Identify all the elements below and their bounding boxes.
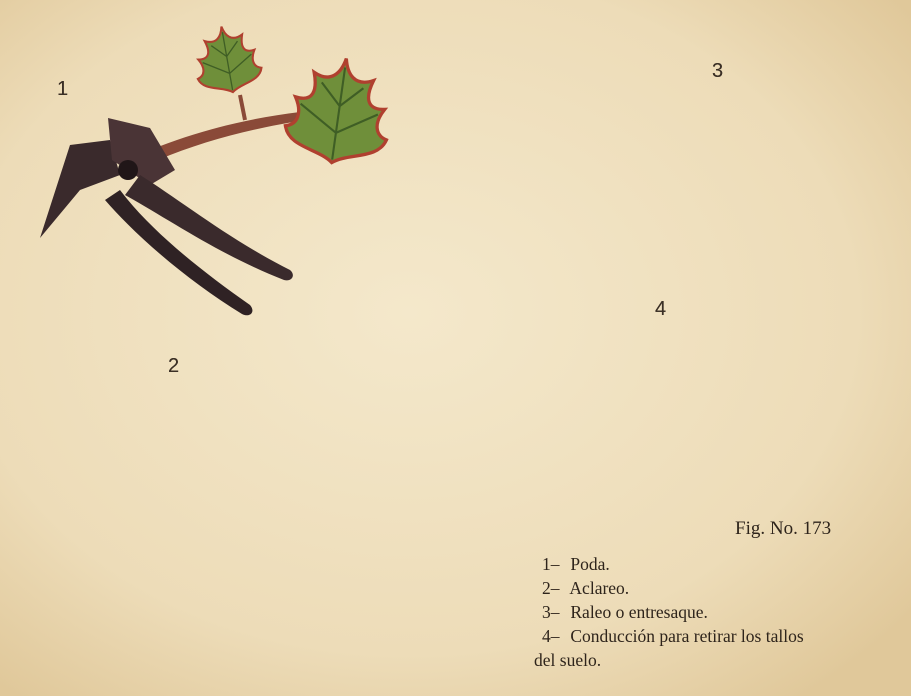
legend-item-1: 1– Poda. (542, 552, 911, 576)
legend-text: Aclareo. (569, 578, 629, 598)
label-3-text: 3 (712, 60, 723, 83)
label-2-text: 2 (168, 355, 179, 378)
legend-item-4: 4– Conducción para retirar los tallos (542, 624, 911, 648)
figure-legend: 1– Poda. 2– Aclareo. 3– Raleo o entresaq… (542, 552, 911, 648)
legend-number: 3– (542, 600, 566, 624)
legend-number: 1– (542, 552, 566, 576)
figure-title: Fig. No. 173 (735, 518, 885, 540)
label-4-text: 4 (655, 298, 666, 321)
label-1-text: 1 (57, 78, 68, 101)
legend-number: 2– (542, 576, 566, 600)
legend-item-4-continuation: del suelo. (534, 648, 601, 672)
legend-item-3: 3– Raleo o entresaque. (542, 600, 911, 624)
legend-number: 4– (542, 624, 566, 648)
legend-item-2: 2– Aclareo. (542, 576, 911, 600)
legend-text: Poda. (570, 554, 609, 574)
legend-text: Raleo o entresaque. (570, 602, 708, 622)
legend-text: Conducción para retirar los tallos (570, 626, 803, 646)
